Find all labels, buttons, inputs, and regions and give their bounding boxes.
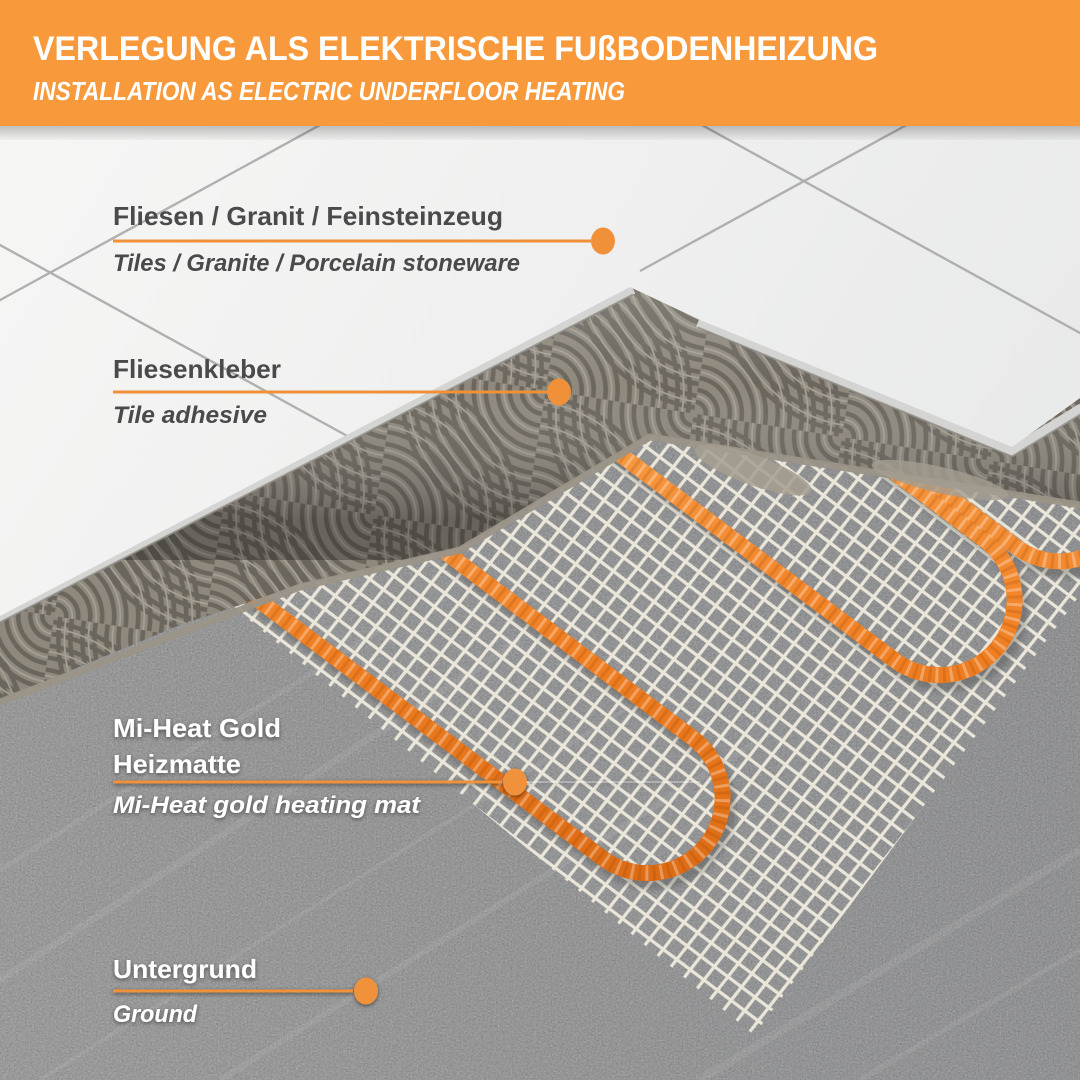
grout-line <box>659 126 1080 346</box>
header-title: VERLEGUNG ALS ELEKTRISCHE FUßBODENHEIZUN… <box>33 30 878 68</box>
label-tiles-de: Fliesen / Granit / Feinsteinzeug <box>113 201 503 231</box>
label-ground: Untergrund Ground <box>113 954 378 1028</box>
adhesive-smear <box>871 459 1009 501</box>
label-heating-mat-de-line1: Mi-Heat Gold <box>113 713 281 743</box>
adhesive-edge-lip <box>0 433 1080 706</box>
label-tile-adhesive-en: Tile adhesive <box>113 402 267 429</box>
grout-line <box>639 126 1080 273</box>
label-tile-adhesive: Fliesenkleber Tile adhesive <box>113 354 571 429</box>
label-tiles-en: Tiles / Granite / Porcelain stoneware <box>113 250 520 277</box>
header-subtitle: INSTALLATION AS ELECTRIC UNDERFLOOR HEAT… <box>33 76 625 106</box>
label-tile-adhesive-de: Fliesenkleber <box>113 354 281 384</box>
callout-dot-tile-adhesive <box>547 378 571 406</box>
callout-dot-heating-mat <box>503 768 527 796</box>
header-shadow <box>0 126 1080 140</box>
label-ground-de: Untergrund <box>113 954 257 984</box>
cable-spiral-wrap <box>240 354 1080 881</box>
grout-line <box>0 232 361 445</box>
adhesive-smear <box>694 444 812 496</box>
tile-floor <box>0 126 1080 624</box>
label-tiles: Fliesen / Granit / Feinsteinzeug Tiles /… <box>113 201 615 277</box>
tile-surface <box>0 126 1080 616</box>
label-ground-en: Ground <box>113 1001 198 1028</box>
tile-edge-shadow <box>0 293 1080 624</box>
label-heating-mat: Mi-Heat Gold Heizmatte Mi-Heat gold heat… <box>113 713 700 819</box>
heating-cable <box>237 352 1080 890</box>
label-heating-mat-de-line2: Heizmatte <box>113 749 241 779</box>
callout-dot-ground <box>354 977 378 1005</box>
callout-dot-tiles <box>591 227 615 255</box>
grout-lines <box>0 126 1080 445</box>
grout-line <box>0 126 661 313</box>
header-banner <box>0 0 1080 126</box>
tile-edge-highlight <box>0 284 1080 623</box>
label-heating-mat-en: Mi-Heat gold heating mat <box>113 792 421 819</box>
